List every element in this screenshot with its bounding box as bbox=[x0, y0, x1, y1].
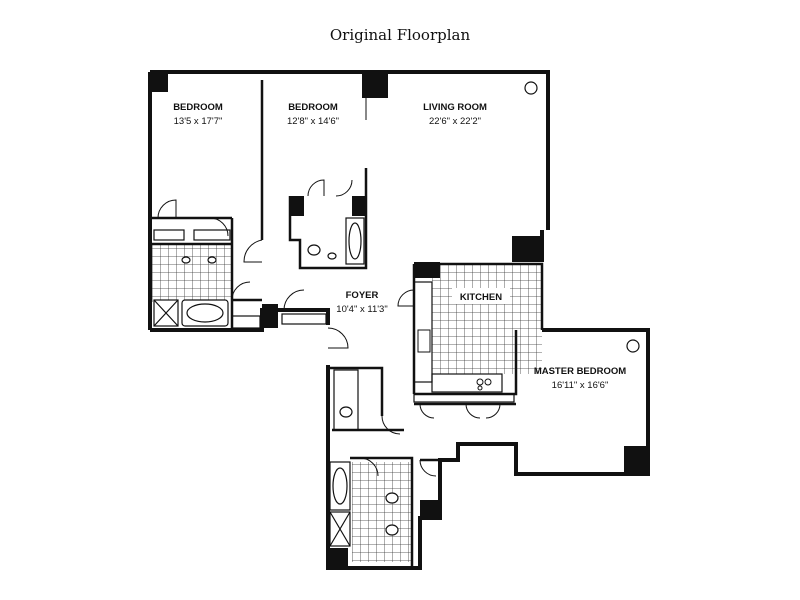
bedroom2-label: BEDROOM bbox=[288, 102, 338, 113]
kitchen-appliances bbox=[417, 329, 492, 391]
structural-columns bbox=[150, 72, 648, 568]
kitchen-label: KITCHEN bbox=[460, 292, 502, 303]
living-room-label: LIVING ROOM bbox=[423, 102, 487, 113]
master-bedroom-label: MASTER BEDROOM bbox=[534, 366, 626, 377]
foyer-label: FOYER bbox=[346, 290, 379, 301]
kitchen-label-bg bbox=[452, 288, 510, 304]
bath1-floor bbox=[152, 244, 232, 302]
bedroom1-dims: 13'5 x 17'7" bbox=[174, 116, 223, 127]
master-bath-floor bbox=[352, 462, 412, 562]
bedroom1-label: BEDROOM bbox=[173, 102, 223, 113]
foyer-dims: 10'4" x 11'3" bbox=[336, 304, 387, 315]
plan-title: Original Floorplan bbox=[329, 26, 471, 44]
living-room-dims: 22'6" x 22'2" bbox=[429, 116, 481, 127]
bedroom2-dims: 12'8" x 14'6" bbox=[287, 116, 339, 127]
kitchen-floor bbox=[432, 264, 542, 374]
door-swings bbox=[157, 98, 501, 477]
bathroom-fixtures bbox=[153, 217, 399, 547]
master-bedroom-dims: 16'11" x 16'6" bbox=[552, 380, 609, 391]
round-columns bbox=[524, 81, 640, 353]
closets bbox=[153, 229, 515, 431]
